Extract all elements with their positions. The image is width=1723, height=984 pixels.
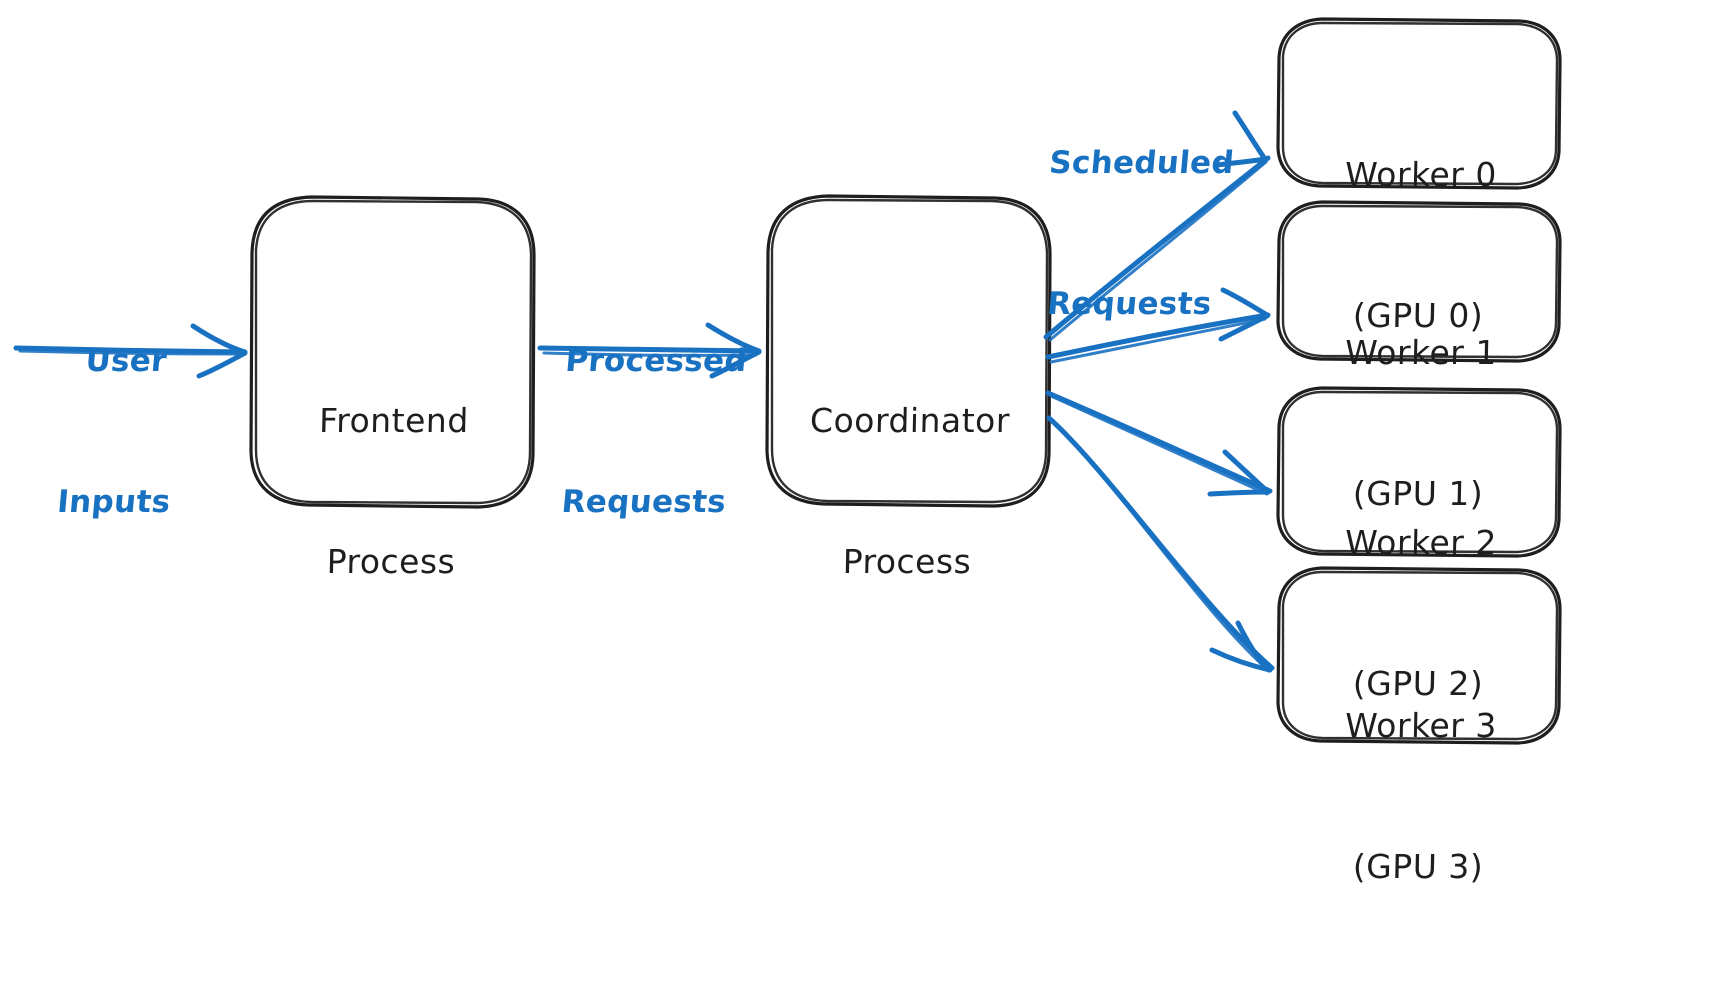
edge-user-inputs: [13, 323, 248, 379]
node-worker-0[interactable]: [1276, 17, 1562, 190]
node-worker-1[interactable]: [1276, 200, 1562, 363]
edge-scheduled-requests: [1043, 110, 1271, 342]
node-label-worker-3-line2: (GPU 3): [1352, 847, 1484, 886]
edge-coordinator-to-worker2: [1045, 390, 1273, 497]
node-coordinator-process[interactable]: [765, 194, 1052, 508]
node-frontend-process[interactable]: [249, 195, 536, 509]
node-worker-2[interactable]: [1276, 386, 1562, 558]
edge-processed-requests: [537, 322, 762, 379]
diagram-canvas: Frontend Process Coordinator Process Wor…: [13, 17, 1562, 886]
diagram-svg: [13, 17, 1562, 745]
node-worker-3[interactable]: [1276, 566, 1562, 745]
edge-coordinator-to-worker1: [1045, 287, 1271, 364]
edge-coordinator-to-worker3: [1046, 415, 1275, 673]
